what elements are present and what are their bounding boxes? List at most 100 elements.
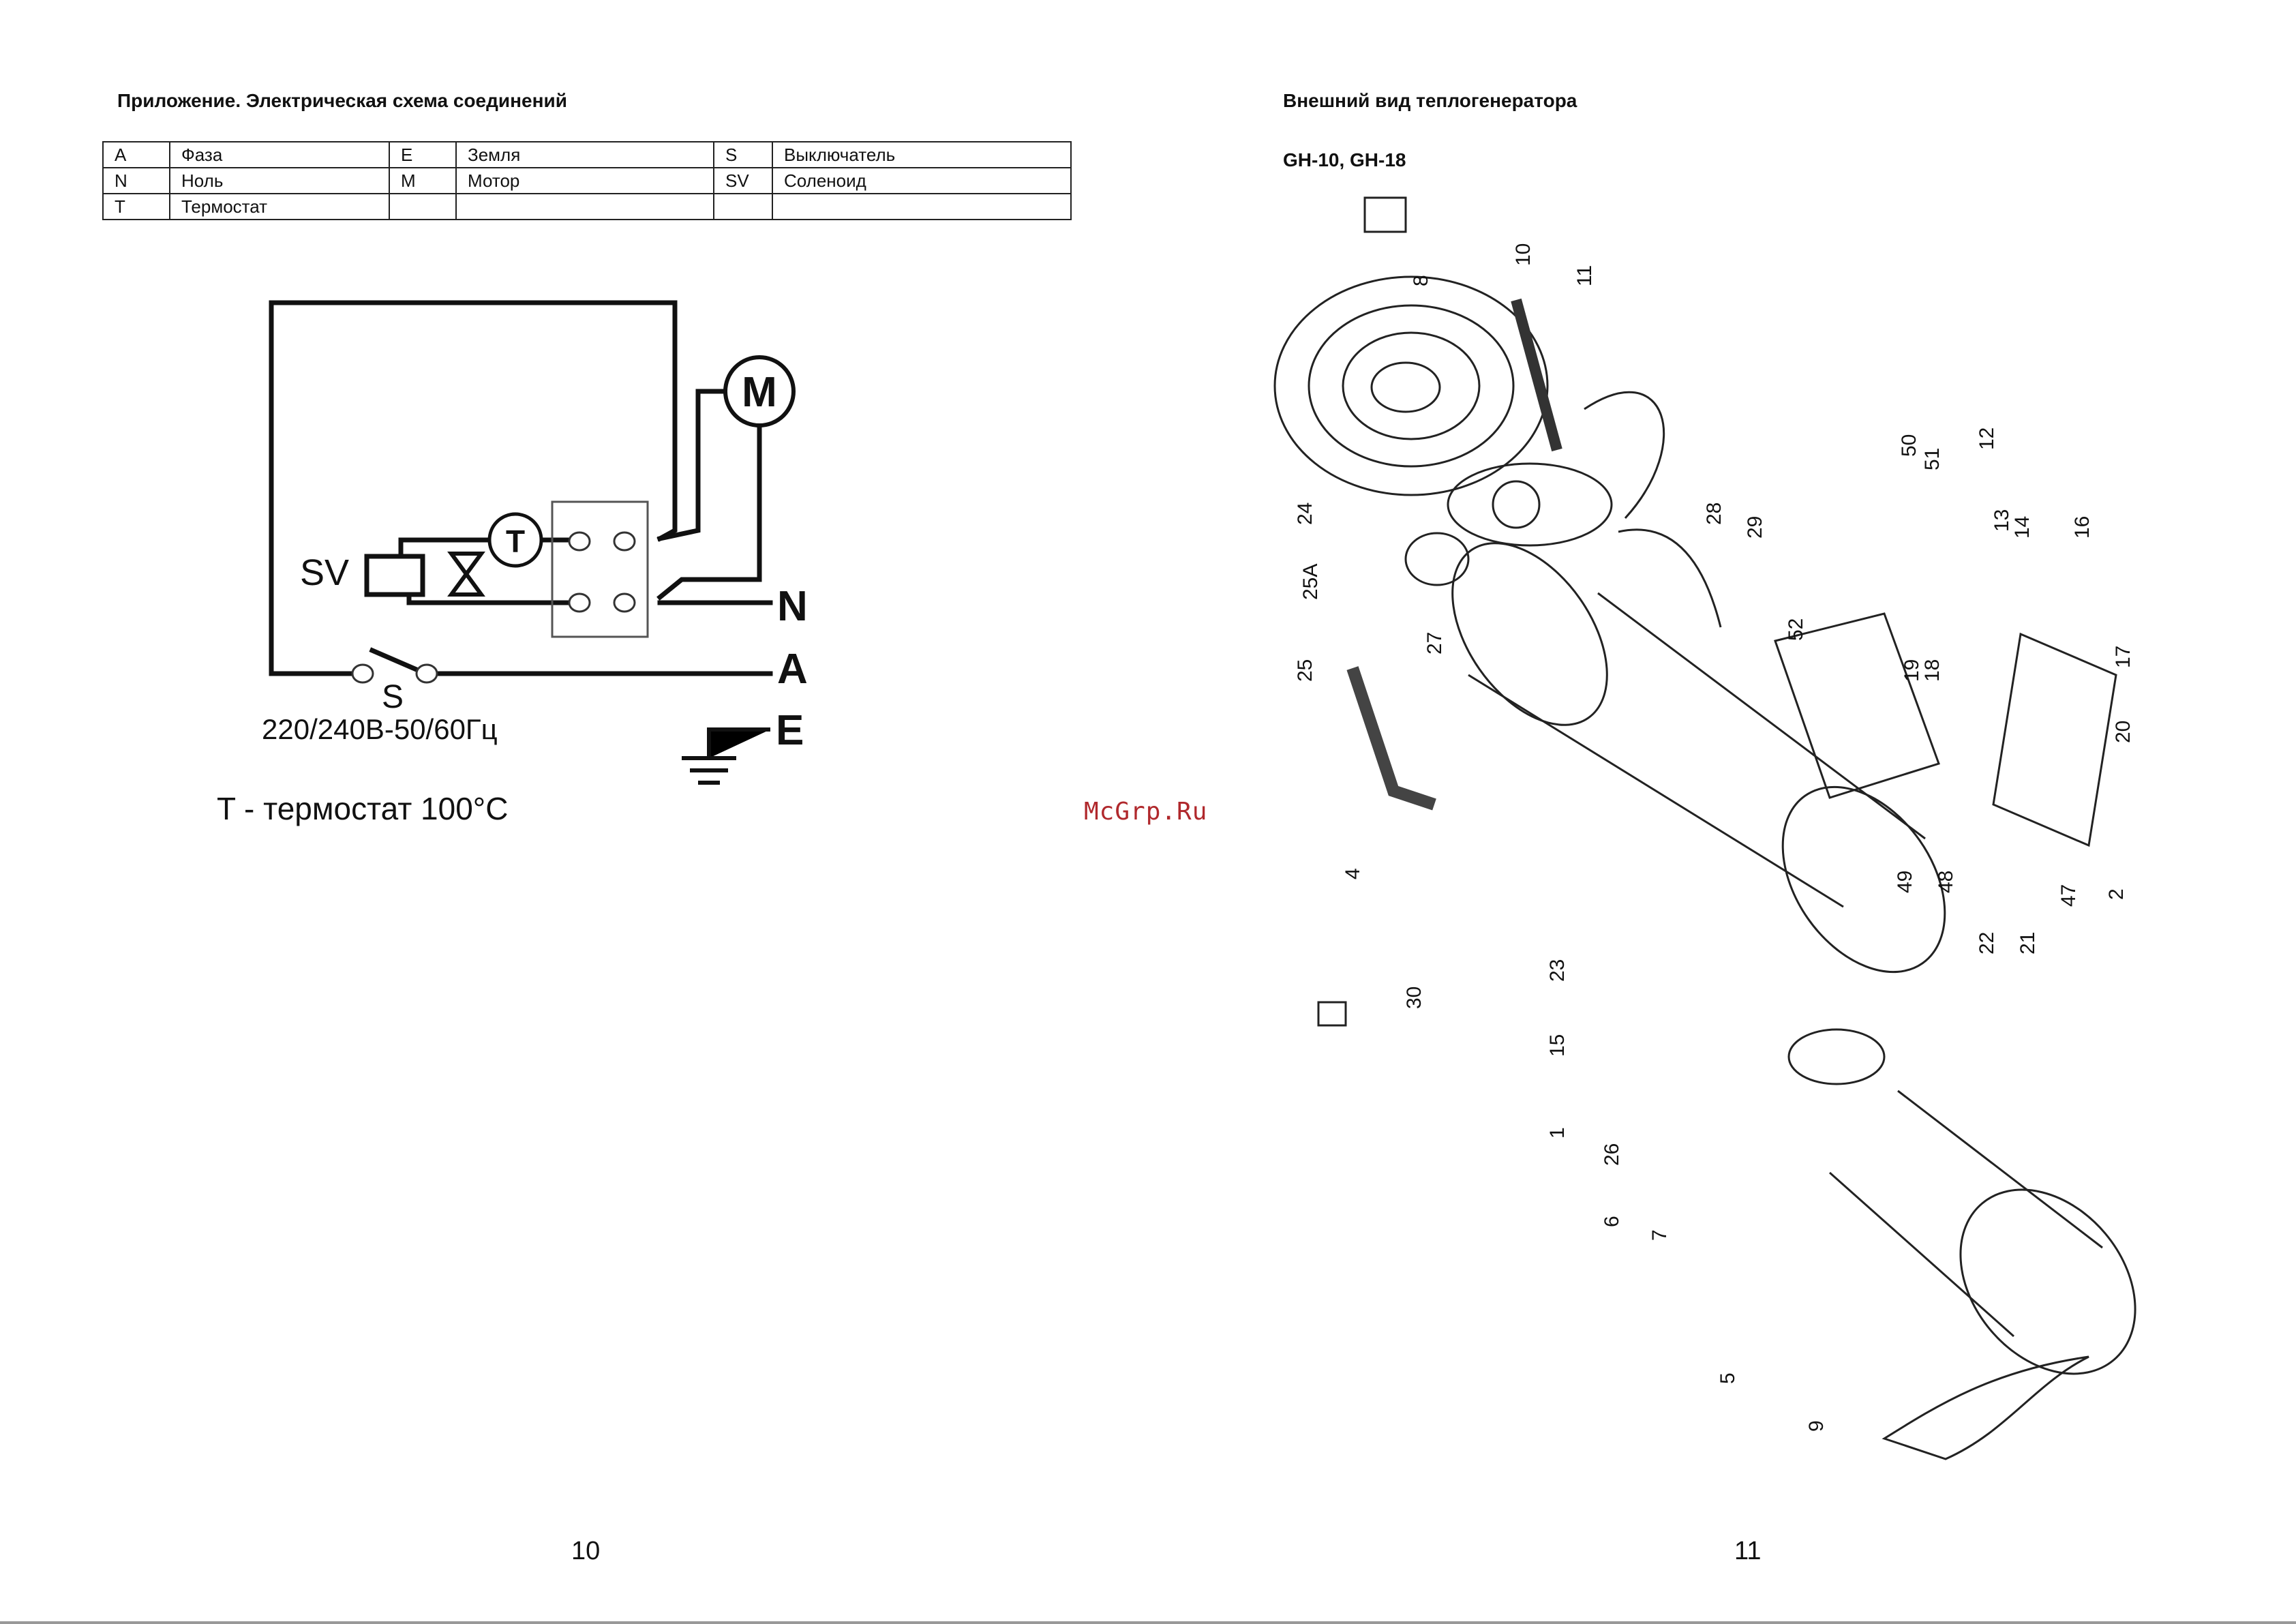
legend-table: A Фаза E Земля S Выключатель N Ноль M Мо…: [102, 141, 1072, 220]
right-page: Внешний вид теплогенератора GH-10, GH-18: [1148, 0, 2296, 1624]
part-number-label: 50: [1898, 434, 1920, 457]
regulator: [1363, 196, 1407, 233]
legend-name: [772, 193, 1072, 220]
switch-contact: [415, 663, 438, 684]
part-number-label: 25A: [1299, 564, 1322, 600]
legend-name: Фаза: [169, 141, 390, 168]
terminal: [568, 531, 591, 552]
part-number-label: 48: [1935, 871, 1957, 893]
part-number-label: 11: [1573, 265, 1596, 286]
table-row: N Ноль M Мотор SV Соленоид: [102, 167, 1072, 194]
terminal: [613, 531, 636, 552]
part-number-label: 21: [2016, 932, 2039, 954]
part-number-label: 14: [2011, 516, 2034, 539]
rear-shell: [1959, 1188, 2136, 1375]
legend-code: [713, 193, 773, 220]
terminal: [568, 592, 591, 613]
fan-guard-ring: [1342, 331, 1481, 440]
control-panel: [1992, 632, 2117, 847]
body-rear: [1781, 785, 1946, 974]
control-box: [1774, 612, 1940, 799]
watermark-link[interactable]: McGrp.Ru: [1084, 798, 1208, 826]
legend-name: Мотор: [455, 167, 714, 194]
disc: [1404, 532, 1470, 586]
part-number-label: 26: [1601, 1143, 1623, 1166]
table-row: A Фаза E Земля S Выключатель: [102, 141, 1072, 168]
part-number-label: 6: [1601, 1216, 1623, 1227]
solenoid-label: SV: [300, 552, 349, 593]
part-number-label: 22: [1976, 932, 1998, 954]
divider: [0, 1621, 2296, 1624]
power-cable: [1584, 391, 1665, 520]
legend-code: [389, 193, 457, 220]
terminal-block: [551, 500, 649, 638]
burner: [1787, 1028, 1886, 1085]
wire-motor-1: [656, 389, 734, 542]
part-number-label: 8: [1410, 275, 1432, 286]
fan-blades: [1447, 462, 1613, 547]
supply-label: 220/240В-50/60Гц: [262, 713, 498, 745]
part-number-label: 18: [1921, 659, 1944, 682]
part-number-label: 9: [1805, 1420, 1828, 1432]
earth-label: E: [776, 707, 804, 754]
part-number-label: 24: [1294, 502, 1316, 525]
part-number-label: 25: [1294, 659, 1316, 682]
part-number-label: 49: [1894, 871, 1916, 893]
part-number-label: 15: [1546, 1034, 1569, 1057]
wire-motor-2: [656, 413, 762, 601]
part-number-label: 16: [2071, 516, 2094, 539]
legend-code: E: [389, 141, 457, 168]
wiring-schematic: M T SV N A E S 220/240В-50/60Гц T - терм…: [217, 300, 808, 826]
part-number-label: 10: [1512, 243, 1535, 266]
body-edge: [1468, 674, 1844, 908]
fan-motor: [1492, 480, 1541, 529]
legend-code: A: [102, 141, 170, 168]
handle: [1346, 666, 1436, 811]
thermostat-symbol: [487, 512, 543, 568]
switch-label: S: [382, 679, 404, 715]
part-number-label: 47: [2057, 884, 2080, 907]
valve-icon: [447, 552, 485, 597]
sensor-cable: [1618, 528, 1722, 628]
legend-name: Ноль: [169, 167, 390, 194]
part-number-label: 29: [1744, 516, 1766, 539]
part-number-label: 4: [1342, 868, 1364, 879]
legend-code: T: [102, 193, 170, 220]
body-edge: [1597, 592, 1926, 840]
neutral-label: N: [777, 583, 808, 630]
legend-code: SV: [713, 167, 773, 194]
rear-edge: [1829, 1171, 2014, 1338]
part-number-label: 2: [2105, 888, 2128, 900]
part-number-label: 13: [1991, 509, 2013, 532]
fan-guard-ring: [1308, 304, 1515, 468]
part-number-label: 23: [1546, 959, 1569, 982]
page-title: Приложение. Электрическая схема соединен…: [117, 90, 567, 111]
part-number-label: 17: [2112, 646, 2134, 668]
legend-code: S: [713, 141, 773, 168]
body-front: [1451, 542, 1608, 726]
switch-contact: [351, 663, 374, 684]
legend-name: Земля: [455, 141, 714, 168]
part-number-label: 28: [1703, 502, 1725, 525]
part-number-label: 30: [1403, 987, 1425, 1009]
part-number-label: 7: [1648, 1229, 1671, 1241]
solenoid-coil: [364, 554, 425, 597]
part-number-label: 19: [1901, 659, 1923, 682]
page-number: 11: [1734, 1537, 1762, 1565]
wire-left-vertical: [269, 300, 357, 676]
legend-name: Выключатель: [772, 141, 1072, 168]
model-list: GH-10, GH-18: [1283, 149, 1406, 170]
page-title: Внешний вид теплогенератора: [1283, 90, 1577, 111]
power-switch: [1317, 1001, 1347, 1027]
motor-label: M: [742, 369, 777, 416]
terminal: [613, 592, 636, 613]
thermostat-label: T: [506, 524, 525, 559]
table-row: T Термостат: [102, 193, 1072, 220]
wire-solenoid-bottom: [406, 592, 571, 605]
switch-blade: [369, 647, 426, 676]
wire-phase-top: [269, 300, 678, 542]
legend-name: Термостат: [169, 193, 390, 220]
rear-edge: [1897, 1089, 2103, 1249]
